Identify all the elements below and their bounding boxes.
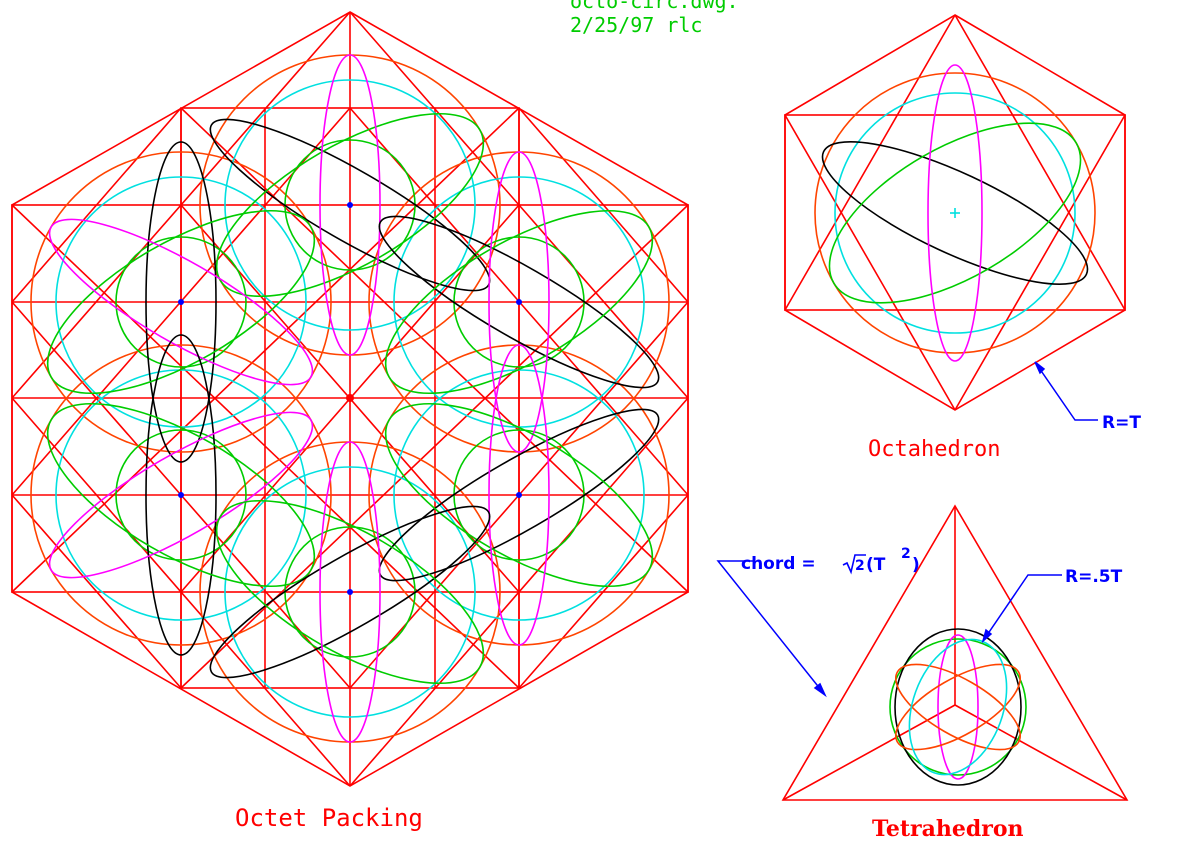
sqrt-icon — [842, 554, 866, 575]
octet-ellipse — [378, 215, 660, 389]
octet-ellipse — [215, 499, 485, 685]
octet-ellipse — [319, 54, 381, 356]
octahedron-radius-leader — [1034, 361, 1098, 421]
tetrahedron-radius-label: R=.5T — [1065, 567, 1123, 587]
chord-root: 2 — [855, 558, 865, 574]
chord-close: ) — [912, 555, 920, 575]
octet-circle — [30, 151, 332, 453]
octahedron-radius-label: R=T — [1102, 413, 1141, 433]
chord-label: chord = 2 (T 2 ) — [741, 546, 920, 575]
octet-ellipse — [488, 151, 550, 453]
octet-ellipse — [488, 344, 550, 646]
octahedron-circles — [814, 64, 1096, 362]
octet-packing-label: Octet Packing — [235, 804, 423, 832]
tetrahedron-circles — [889, 628, 1027, 786]
octet-circle — [115, 236, 247, 368]
octet-circle — [224, 79, 476, 331]
octet-circle — [30, 344, 332, 646]
octet-ellipse — [215, 112, 485, 298]
octet-ellipse — [145, 334, 217, 656]
octet-ellipse — [319, 441, 381, 743]
octet-ellipse — [46, 402, 316, 588]
octet-ellipse — [46, 209, 316, 395]
tetrahedron-label: Tetrahedron — [872, 816, 1024, 842]
octet-ellipse — [48, 411, 314, 579]
tetrahedron-triangle — [781, 504, 1129, 801]
octahedron-frame — [784, 14, 1126, 411]
chord-leader — [716, 560, 827, 698]
tetrahedron-radius-leader — [981, 574, 1062, 644]
drawing-title: octo-circ.dwg. — [570, 0, 739, 13]
octet-ellipse — [209, 505, 491, 679]
chord-body: (T — [866, 555, 886, 575]
octet-ellipse — [145, 141, 217, 463]
chord-exponent: 2 — [901, 546, 911, 562]
octet-ellipse — [384, 402, 654, 588]
octet-circle — [224, 466, 476, 718]
octahedron-label: Octahedron — [868, 437, 1000, 462]
drawing-date: 2/25/97 rlc — [570, 13, 702, 37]
octet-circles — [30, 54, 670, 743]
octet-ellipse — [48, 218, 314, 386]
octet-circle — [115, 429, 247, 561]
octet-ellipse — [384, 209, 654, 395]
chord-prefix: chord = — [741, 554, 816, 574]
tetrahedron-frame — [781, 504, 1129, 801]
